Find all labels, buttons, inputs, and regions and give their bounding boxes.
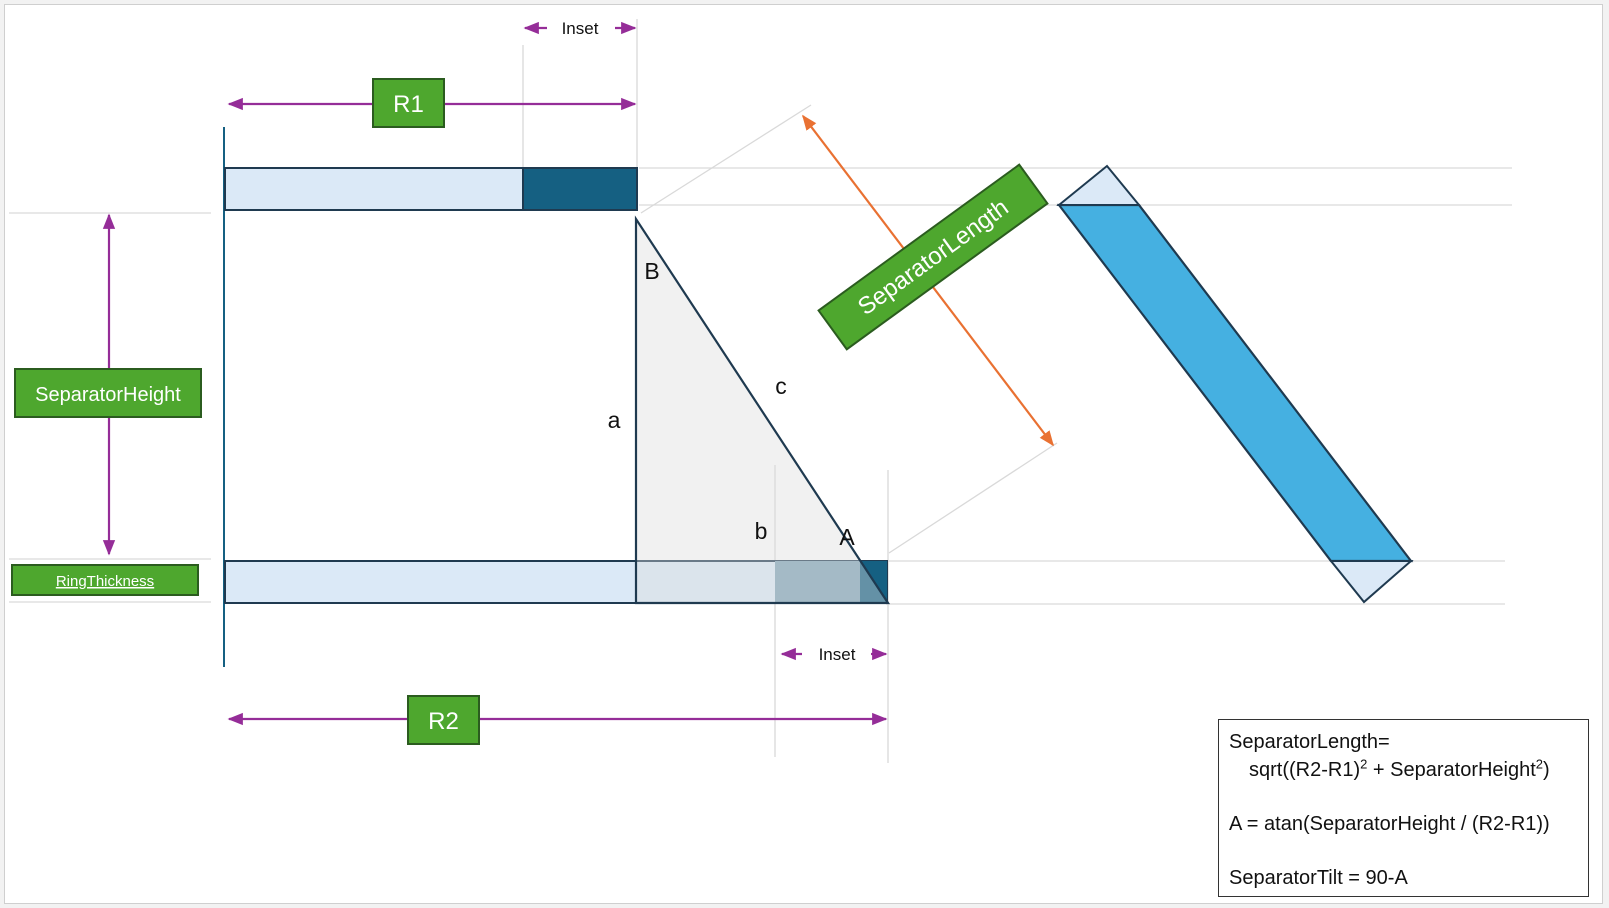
top-ring-inset <box>522 167 638 211</box>
side-b-label: b <box>755 518 768 544</box>
r2-tag-box <box>407 695 480 745</box>
separator-height-tag-text: SeparatorHeight <box>35 384 181 406</box>
formula-box: SeparatorLength= sqrt((R2-R1)2 + Separat… <box>1218 719 1589 897</box>
ring-thickness-tag-text: RingThickness <box>56 573 154 590</box>
separator-bar <box>1056 203 1414 563</box>
inset-bottom-label: Inset <box>819 645 856 664</box>
formula-length-line2: sqrt((R2-R1)2 + SeparatorHeight2) <box>1249 756 1550 781</box>
separator-top-cap <box>1056 164 1142 206</box>
guide-lines <box>9 19 1512 763</box>
angle-b-label: B <box>644 258 659 284</box>
formula-length-line1: SeparatorLength= <box>1229 731 1390 753</box>
angle-a-label: A <box>839 524 855 550</box>
separator-height-tag-box <box>14 368 202 418</box>
right-triangle <box>634 215 891 605</box>
ring-thickness-tag-box <box>11 564 199 596</box>
top-ring-light <box>224 167 524 211</box>
side-c-label: c <box>775 373 787 399</box>
side-a-label: a <box>608 407 621 433</box>
diagram-canvas: R1 R2 SeparatorHeight RingThickness Sepa… <box>4 4 1603 904</box>
formula-tilt: SeparatorTilt = 90-A <box>1229 867 1408 889</box>
diagram-svg: R1 R2 SeparatorHeight RingThickness Sepa… <box>9 19 1512 763</box>
r1-tag-text: R1 <box>393 91 424 118</box>
r1-tag-box <box>372 78 445 128</box>
formula-angle: A = atan(SeparatorHeight / (R2-R1)) <box>1229 813 1550 835</box>
separator-length-tag: SeparatorLength <box>817 163 1049 351</box>
separator-bottom-cap <box>1328 560 1414 604</box>
inset-top-label: Inset <box>562 19 599 38</box>
r2-tag-text: R2 <box>428 708 459 735</box>
